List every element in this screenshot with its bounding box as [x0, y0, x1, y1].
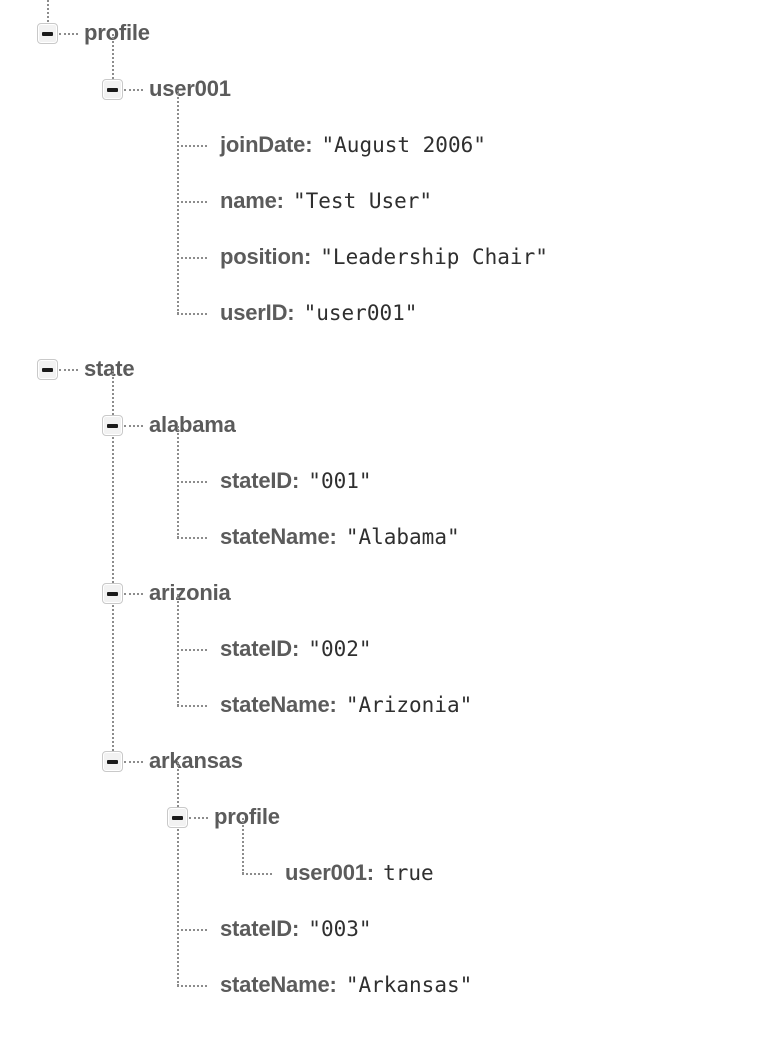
tree-guide-line: [177, 762, 179, 986]
tree-guide-line: [112, 34, 114, 90]
minus-glyph: [107, 87, 118, 92]
collapse-toggle-minus-icon[interactable]: [37, 359, 58, 380]
tree-node-value: "Arkansas": [345, 973, 473, 997]
tree-node-colon: :: [287, 300, 295, 325]
tree-node-key: stateID: [220, 468, 292, 493]
collapse-toggle-minus-icon[interactable]: [167, 807, 188, 828]
tree-node-label: arizonia: [149, 580, 231, 606]
tree-connector: [124, 89, 143, 91]
tree-guide-line: [47, 0, 49, 34]
tree-guide-line: [112, 370, 114, 762]
tree-node-label: position: "Leadership Chair": [220, 244, 548, 270]
tree-connector: [59, 369, 78, 371]
tree-node-colon: :: [276, 188, 284, 213]
tree-node-colon: :: [329, 972, 337, 997]
tree-node-key: stateName: [220, 692, 330, 717]
collapse-toggle-minus-icon[interactable]: [102, 415, 123, 436]
tree-connector: [177, 985, 207, 987]
tree-node-value: "001": [308, 469, 372, 493]
tree-node-label: name: "Test User": [220, 188, 432, 214]
tree-connector: [124, 761, 143, 763]
tree-connector: [177, 705, 207, 707]
tree-node-key: stateName: [220, 972, 330, 997]
tree-node-colon: :: [291, 636, 300, 661]
tree-node-key: profile: [214, 804, 280, 829]
tree-connector: [189, 817, 208, 819]
tree-node-label: user001: [149, 76, 231, 102]
tree-node-key: user001: [285, 860, 367, 885]
tree-node-colon: :: [305, 132, 313, 157]
tree-node-label: joinDate: "August 2006": [220, 132, 486, 158]
tree-connector: [242, 873, 272, 875]
tree-guide-line: [242, 818, 244, 874]
tree-node-label: stateID: "001": [220, 468, 372, 494]
tree-node-key: profile: [84, 20, 150, 45]
tree-node-key: arkansas: [149, 748, 243, 773]
tree-connector: [177, 649, 207, 651]
tree-connector: [177, 929, 207, 931]
tree-connector: [124, 593, 143, 595]
tree-node-key: name: [220, 188, 277, 213]
tree-node-label: userID: "user001": [220, 300, 417, 326]
tree-node-key: arizonia: [149, 580, 231, 605]
tree-node-colon: :: [291, 468, 300, 493]
tree-connector: [59, 33, 78, 35]
tree-node-value: "Test User": [293, 189, 433, 213]
minus-glyph: [107, 759, 118, 764]
tree-node-value: "Arizonia": [345, 693, 473, 717]
tree-node-colon: :: [329, 524, 337, 549]
minus-glyph: [42, 367, 53, 372]
tree-node-value: true: [383, 861, 434, 885]
tree-node-label: profile: [214, 804, 280, 830]
minus-glyph: [172, 815, 183, 820]
tree-node-value: "August 2006": [321, 133, 486, 157]
collapse-toggle-minus-icon[interactable]: [102, 583, 123, 604]
tree-connector: [124, 425, 143, 427]
tree-node-colon: :: [291, 916, 300, 941]
tree-node-label: user001: true: [285, 860, 434, 886]
tree-node-colon: :: [366, 860, 375, 885]
tree-connector: [177, 537, 207, 539]
tree-node-value: "user001": [303, 301, 418, 325]
tree-node-key: state: [84, 356, 135, 381]
tree-connector: [177, 481, 207, 483]
tree-node-label: stateID: "002": [220, 636, 372, 662]
tree-node-key: alabama: [149, 412, 236, 437]
tree-node-label: stateID: "003": [220, 916, 372, 942]
tree-node-value: "Alabama": [345, 525, 460, 549]
collapse-toggle-minus-icon[interactable]: [102, 751, 123, 772]
tree-node-colon: :: [329, 692, 337, 717]
tree-node-key: stateID: [220, 916, 292, 941]
tree-connector: [177, 145, 207, 147]
tree-node-label: stateName: "Arkansas": [220, 972, 472, 998]
tree-node-label: profile: [84, 20, 150, 46]
tree-connector: [177, 313, 207, 315]
tree-node-key: position: [220, 244, 304, 269]
tree-node-colon: :: [303, 244, 312, 269]
tree-node-label: alabama: [149, 412, 236, 438]
tree-node-key: stateID: [220, 636, 292, 661]
tree-node-value: "003": [308, 917, 372, 941]
minus-glyph: [107, 423, 118, 428]
tree-node-value: "Leadership Chair": [320, 245, 548, 269]
tree-node-label: arkansas: [149, 748, 243, 774]
tree-node-label: stateName: "Alabama": [220, 524, 460, 550]
tree-connector: [177, 257, 207, 259]
minus-glyph: [107, 591, 118, 596]
tree-node-key: userID: [220, 300, 288, 325]
tree-node-key: user001: [149, 76, 231, 101]
tree-connector: [177, 201, 207, 203]
tree-node-key: stateName: [220, 524, 330, 549]
tree-node-label: state: [84, 356, 135, 382]
collapse-toggle-minus-icon[interactable]: [102, 79, 123, 100]
tree-node-label: stateName: "Arizonia": [220, 692, 472, 718]
collapse-toggle-minus-icon[interactable]: [37, 23, 58, 44]
tree-node-value: "002": [308, 637, 372, 661]
minus-glyph: [42, 31, 53, 36]
tree-node-key: joinDate: [220, 132, 306, 157]
